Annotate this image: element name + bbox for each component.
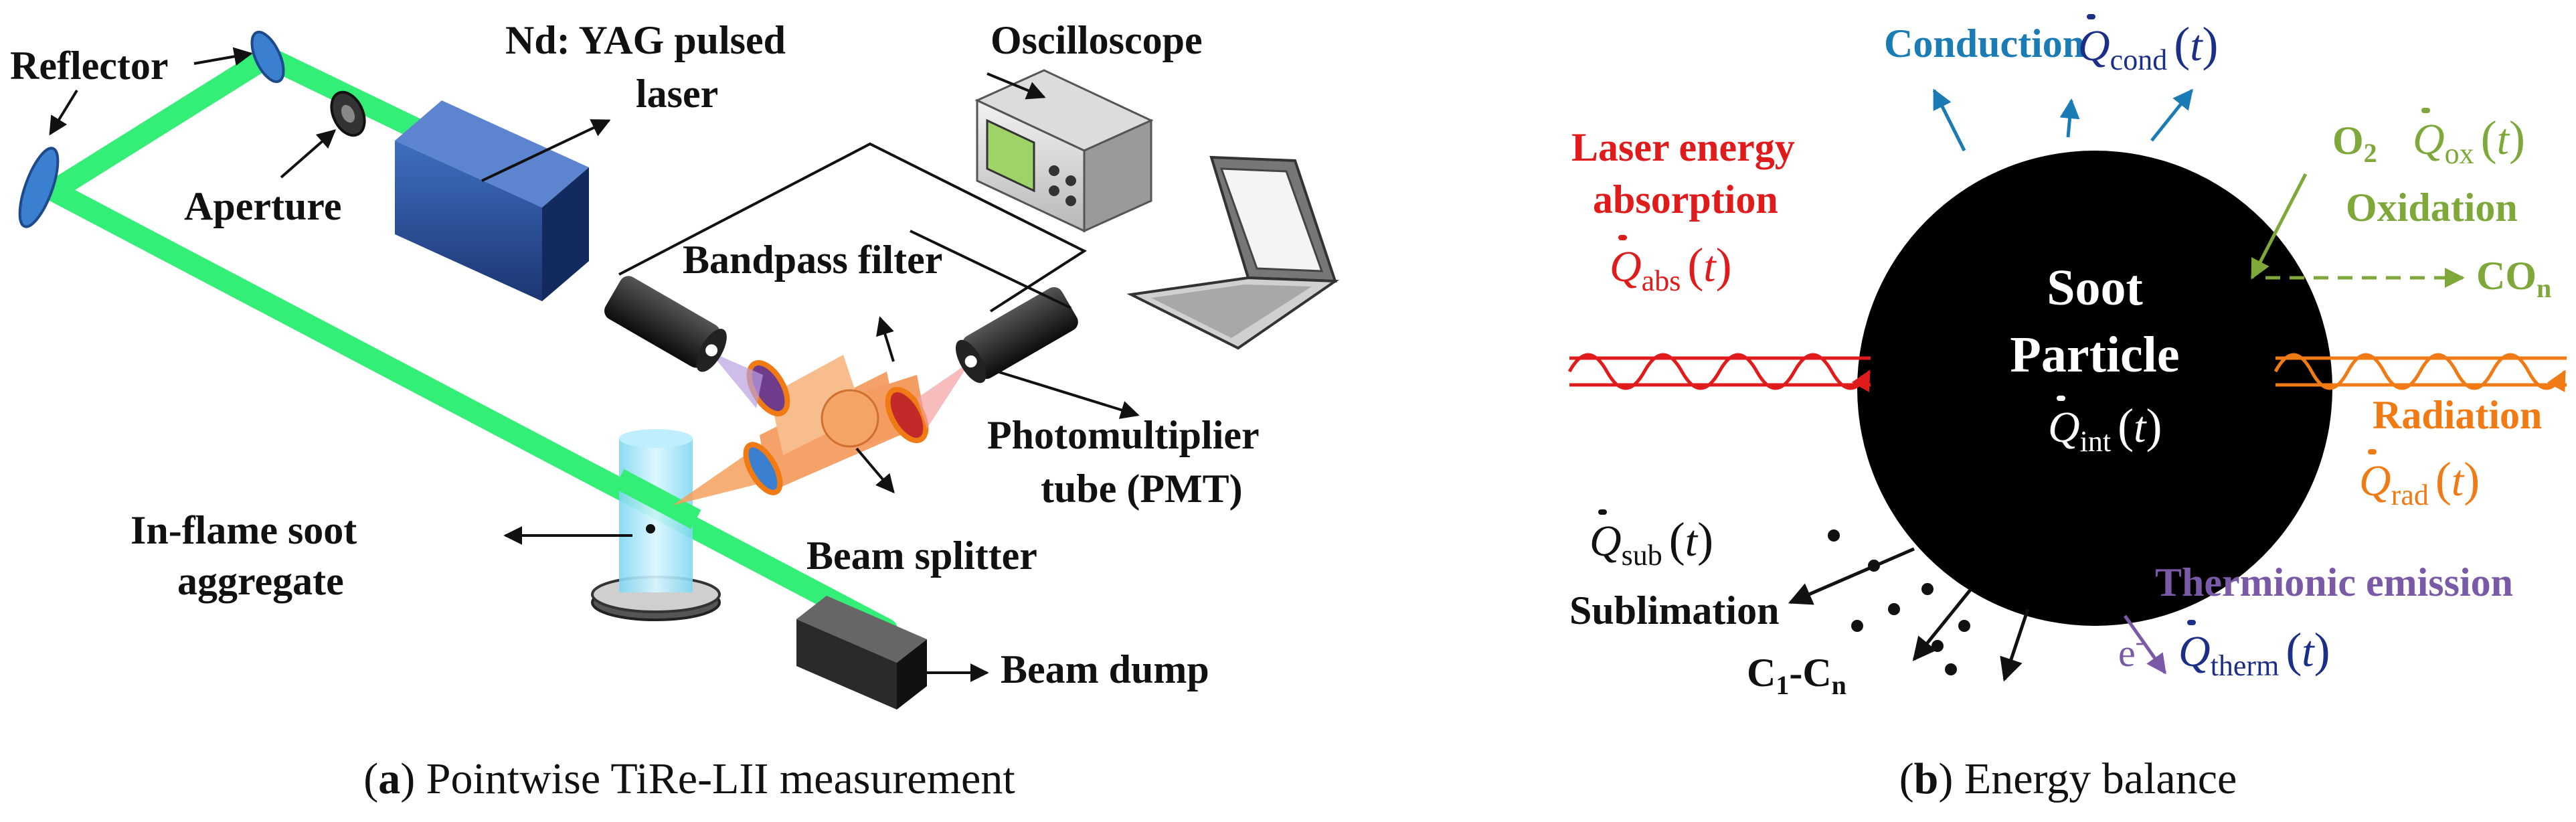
panel-a: Reflector Aperture Nd: YAG pulsed laser … xyxy=(10,18,1340,803)
q-ox-term: Qox(t) xyxy=(2413,108,2525,170)
laser-beam-path xyxy=(43,46,897,640)
oxidation-label: Oxidation xyxy=(2346,185,2518,230)
svg-text:Qox(t): Qox(t) xyxy=(2413,111,2525,170)
label-laser-line2: laser xyxy=(636,72,718,116)
sublimated-fragments xyxy=(1828,529,1970,675)
sublimation-label: Sublimation xyxy=(1569,588,1779,633)
pmt-right-icon xyxy=(956,286,1078,384)
q-sub-term: Qsub(t) xyxy=(1590,509,1713,572)
flame-burner-icon xyxy=(591,429,721,621)
laptop-icon xyxy=(1126,155,1340,350)
label-oscilloscope: Oscilloscope xyxy=(991,18,1203,62)
bandpass-filter-right xyxy=(885,387,929,443)
particle-label-line2: Particle xyxy=(2010,327,2179,383)
thermionic-label: Thermionic emission xyxy=(2155,560,2513,604)
conduction-arrows xyxy=(1932,88,2193,152)
signal-cable xyxy=(618,142,1088,313)
laser-absorption-wave xyxy=(1567,353,1871,392)
caption-b: (b) Energy balance xyxy=(1899,754,2237,803)
reflector-mirror-1 xyxy=(250,30,285,84)
signal-light-cones xyxy=(673,355,927,505)
o2-label: O2 xyxy=(2332,118,2377,168)
label-pmt-line1: Photomultiplier xyxy=(987,413,1260,457)
svg-text:Qtherm(t): Qtherm(t) xyxy=(2178,623,2330,682)
label-soot-line2: aggregate xyxy=(177,559,344,603)
q-abs-term: Qabs(t) xyxy=(1610,235,1732,297)
label-pmt-line2: tube (PMT) xyxy=(1041,467,1243,511)
signal-cable-2 xyxy=(910,230,1071,309)
electron-label: e- xyxy=(2118,628,2144,675)
thermionic-arrow xyxy=(2123,614,2167,675)
svg-text:Qint(t): Qint(t) xyxy=(2048,399,2162,458)
label-pointers xyxy=(49,47,1140,682)
oscilloscope-icon xyxy=(974,69,1154,233)
c1-cn-label: C1-Cn xyxy=(1747,651,1847,700)
svg-text:Qrad(t): Qrad(t) xyxy=(2359,453,2480,511)
svg-text:Qabs(t): Qabs(t) xyxy=(1610,238,1732,297)
label-reflector: Reflector xyxy=(10,44,168,88)
pmt-left-icon xyxy=(604,276,727,372)
q-therm-term: Qtherm(t) xyxy=(2178,620,2330,682)
sublimation-arrows xyxy=(1788,547,2030,682)
beam-splitter-icon xyxy=(821,389,879,448)
beam-dump-icon xyxy=(796,596,927,710)
collection-lens xyxy=(743,442,783,495)
laser-label-line1: Laser energy xyxy=(1571,125,1795,169)
laser-label-line2: absorption xyxy=(1593,177,1778,222)
label-soot-line1: In-flame soot xyxy=(131,508,357,552)
radiation-label: Radiation xyxy=(2373,393,2542,437)
radiation-wave xyxy=(2273,353,2567,392)
svg-text:Qsub(t): Qsub(t) xyxy=(1590,513,1713,572)
label-aperture: Aperture xyxy=(184,184,342,228)
reflector-mirror-2 xyxy=(18,147,60,228)
yag-laser-icon xyxy=(395,100,589,301)
soot-particle xyxy=(1857,151,2332,626)
caption-a: (a) Pointwise TiRe-LII measurement xyxy=(363,754,1015,803)
label-laser-line1: Nd: YAG pulsed xyxy=(505,18,786,62)
q-int-term: Qint(t) xyxy=(2048,396,2162,458)
label-beam-dump: Beam dump xyxy=(1001,647,1209,691)
conduction-label: Conduction xyxy=(1884,21,2085,66)
svg-text:Qcond(t): Qcond(t) xyxy=(2078,17,2219,76)
label-beam-splitter: Beam splitter xyxy=(806,533,1037,578)
label-bandpass: Bandpass filter xyxy=(683,238,942,282)
q-cond-term: Qcond(t) xyxy=(2078,14,2219,76)
panel-b: Soot Particle Qint(t) xyxy=(1567,14,2567,803)
q-rad-term: Qrad(t) xyxy=(2359,449,2480,511)
oxidation-in-arrow xyxy=(2250,173,2308,280)
co-product-label: COn xyxy=(2476,254,2551,303)
particle-label-line1: Soot xyxy=(2047,260,2143,316)
